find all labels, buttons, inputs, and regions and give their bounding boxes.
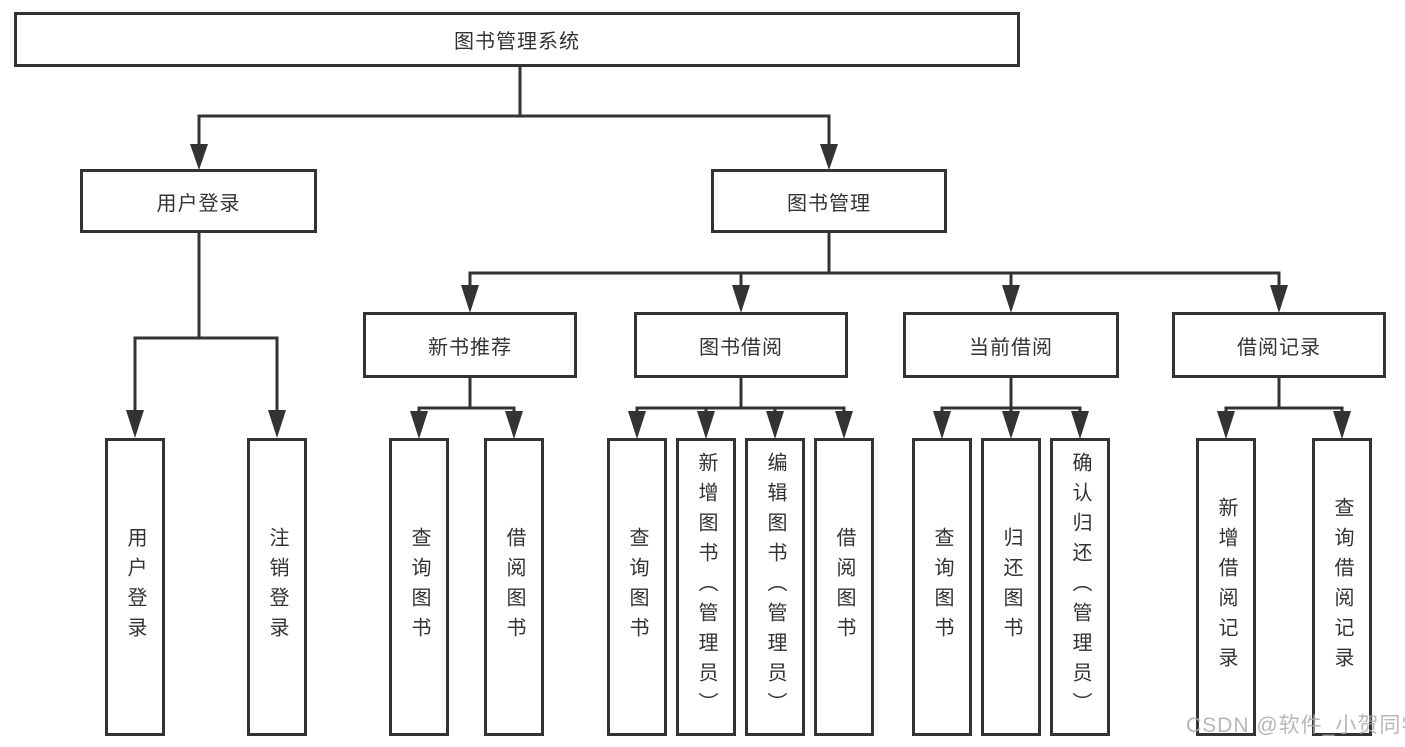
leaf-logout: 注销登录: [247, 438, 307, 736]
node-user-login: 用户登录: [80, 169, 317, 233]
leaf-add-book-admin-label: 新增图书（管理员）: [695, 452, 717, 722]
node-new-book-recommend: 新书推荐: [363, 312, 577, 378]
node-user-login-label: 用户登录: [156, 192, 241, 215]
arrowheads: [126, 144, 1351, 439]
leaf-search-borrow-record: 查询借阅记录: [1312, 438, 1372, 736]
leaf-search-books-current-label: 查询图书: [931, 527, 953, 647]
leaf-search-books-recommend: 查询图书: [389, 438, 449, 736]
leaf-borrow-books-borrowing-label: 借阅图书: [833, 527, 855, 647]
leaf-return-books: 归还图书: [981, 438, 1041, 736]
leaf-search-books-current: 查询图书: [912, 438, 972, 736]
node-book-borrowing: 图书借阅: [634, 312, 848, 378]
leaf-borrow-books-recommend: 借阅图书: [484, 438, 544, 736]
leaf-add-book-admin: 新增图书（管理员）: [676, 438, 736, 736]
node-book-borrowing-label: 图书借阅: [699, 336, 783, 359]
node-root: 图书管理系统: [14, 12, 1020, 67]
leaf-user-login-label: 用户登录: [124, 527, 146, 647]
leaf-borrow-books-borrowing: 借阅图书: [814, 438, 874, 736]
watermark: CSDN @软件_小贺同学: [1186, 714, 1405, 737]
node-root-label: 图书管理系统: [454, 31, 580, 53]
leaf-borrow-books-recommend-label: 借阅图书: [503, 527, 525, 647]
leaf-add-borrow-record: 新增借阅记录: [1196, 438, 1256, 736]
leaf-search-books-borrowing: 查询图书: [607, 438, 667, 736]
node-borrowing-records: 借阅记录: [1172, 312, 1386, 378]
leaf-user-login: 用户登录: [105, 438, 165, 736]
leaf-edit-book-admin-label: 编辑图书（管理员）: [764, 452, 786, 722]
leaf-edit-book-admin: 编辑图书（管理员）: [745, 438, 805, 736]
node-borrowing-records-label: 借阅记录: [1237, 336, 1321, 359]
leaf-confirm-return-admin-label: 确认归还（管理员）: [1069, 452, 1091, 722]
leaf-return-books-label: 归还图书: [1000, 527, 1022, 647]
leaf-add-borrow-record-label: 新增借阅记录: [1215, 497, 1237, 677]
node-current-borrowing: 当前借阅: [903, 312, 1119, 378]
leaf-search-books-borrowing-label: 查询图书: [626, 527, 648, 647]
node-book-management-label: 图书管理: [787, 192, 871, 215]
node-new-book-recommend-label: 新书推荐: [428, 336, 512, 359]
leaf-confirm-return-admin: 确认归还（管理员）: [1050, 438, 1110, 736]
leaf-search-borrow-record-label: 查询借阅记录: [1331, 497, 1353, 677]
node-book-management: 图书管理: [711, 169, 947, 233]
node-current-borrowing-label: 当前借阅: [969, 336, 1053, 359]
leaf-search-books-recommend-label: 查询图书: [408, 527, 430, 647]
leaf-logout-label: 注销登录: [266, 527, 288, 647]
